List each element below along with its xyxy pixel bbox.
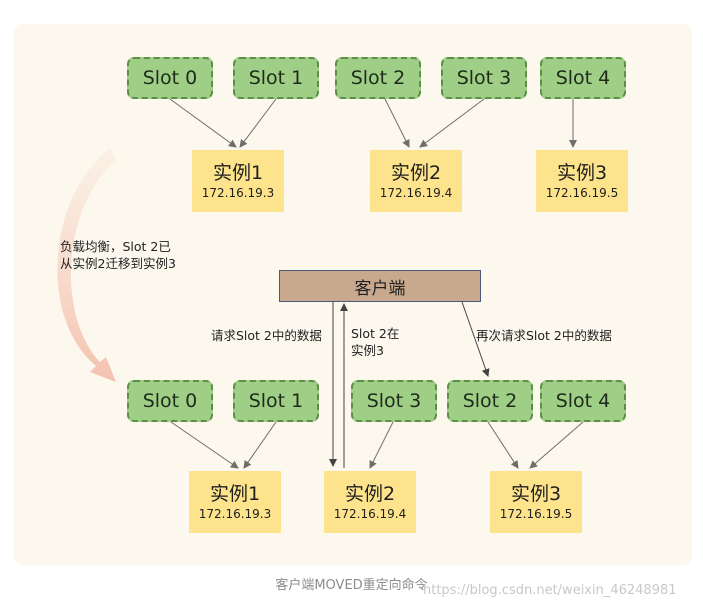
instance-name: 实例2 bbox=[344, 483, 396, 505]
watermark: https://blog.csdn.net/weixin_46248981 bbox=[423, 583, 677, 598]
instance-name: 实例2 bbox=[390, 162, 442, 184]
migration-arrow bbox=[57, 148, 116, 382]
top-instance-1: 实例1 172.16.19.3 bbox=[192, 150, 284, 212]
top-slot-0: Slot 0 bbox=[127, 57, 213, 99]
bottom-instance-3: 实例3 172.16.19.5 bbox=[490, 471, 582, 533]
migration-note-line-1: 负载均衡，Slot 2已 bbox=[60, 239, 171, 254]
edge-bottom-slot1-inst1 bbox=[243, 421, 277, 469]
top-slot-2: Slot 2 bbox=[335, 57, 421, 99]
top-slot-4: Slot 4 bbox=[540, 57, 626, 99]
request-label: 请求Slot 2中的数据 bbox=[211, 328, 322, 343]
bottom-slot-3: Slot 3 bbox=[351, 380, 437, 422]
top-instance-2: 实例2 172.16.19.4 bbox=[370, 150, 462, 212]
moved-reply-line-2: 实例3 bbox=[351, 343, 384, 358]
instance-name: 实例1 bbox=[212, 162, 264, 184]
bottom-slot-0: Slot 0 bbox=[127, 380, 213, 422]
edge-bottom-slot2-inst3 bbox=[487, 421, 519, 469]
edge-top-slot2-inst2 bbox=[384, 98, 410, 148]
instance-ip: 172.16.19.3 bbox=[201, 186, 275, 200]
migration-note-line-2: 从实例2迁移到实例3 bbox=[60, 256, 176, 271]
bottom-slot-2: Slot 2 bbox=[447, 380, 533, 422]
moved-reply-line-1: Slot 2在 bbox=[351, 326, 400, 341]
edge-bottom-slot4-inst3 bbox=[529, 421, 584, 469]
figure-caption: 客户端MOVED重定向命令 bbox=[275, 578, 428, 593]
re-request-arrow bbox=[461, 301, 490, 377]
client-box: 客户端 bbox=[279, 270, 481, 302]
instance-name: 实例3 bbox=[556, 162, 608, 184]
edge-top-slot1-inst1 bbox=[239, 98, 277, 148]
bottom-slot-1: Slot 1 bbox=[233, 380, 319, 422]
instance-name: 实例1 bbox=[209, 483, 261, 505]
bottom-instance-2: 实例2 172.16.19.4 bbox=[324, 471, 416, 533]
re-request-label: 再次请求Slot 2中的数据 bbox=[476, 328, 612, 343]
instance-ip: 172.16.19.5 bbox=[545, 186, 619, 200]
instance-name: 实例3 bbox=[510, 483, 562, 505]
edge-bottom-slot0-inst1 bbox=[170, 421, 239, 469]
instance-ip: 172.16.19.4 bbox=[333, 507, 407, 521]
edge-bottom-slot3-inst2 bbox=[369, 421, 394, 469]
instance-ip: 172.16.19.3 bbox=[198, 507, 272, 521]
bottom-instance-1: 实例1 172.16.19.3 bbox=[189, 471, 281, 533]
top-slot-3: Slot 3 bbox=[441, 57, 527, 99]
instance-ip: 172.16.19.5 bbox=[499, 507, 573, 521]
client-label: 客户端 bbox=[354, 278, 406, 299]
top-slot-1: Slot 1 bbox=[233, 57, 319, 99]
instance-ip: 172.16.19.4 bbox=[379, 186, 453, 200]
edge-top-slot3-inst2 bbox=[419, 98, 485, 148]
bottom-slot-4: Slot 4 bbox=[540, 380, 626, 422]
top-instance-3: 实例3 172.16.19.5 bbox=[536, 150, 628, 212]
edge-top-slot0-inst1 bbox=[169, 98, 237, 148]
